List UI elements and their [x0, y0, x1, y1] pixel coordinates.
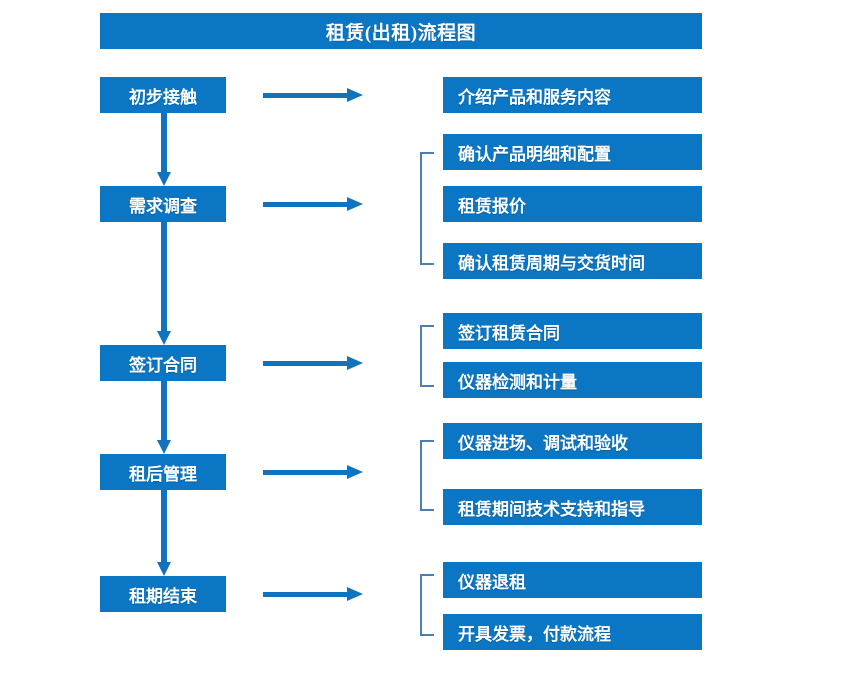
stage-box-签订合同[interactable]: 签订合同 [100, 345, 226, 381]
vertical-arrow-icon [157, 113, 171, 186]
stage-box-租期结束[interactable]: 租期结束 [100, 576, 226, 612]
horizontal-arrow-icon [263, 197, 363, 211]
detail-box[interactable]: 租赁期间技术支持和指导 [443, 489, 702, 525]
detail-box[interactable]: 确认产品明细和配置 [443, 134, 702, 170]
stage-box-租后管理[interactable]: 租后管理 [100, 454, 226, 490]
horizontal-arrow-icon [263, 465, 363, 479]
horizontal-arrow-icon [263, 88, 363, 102]
detail-box[interactable]: 签订租赁合同 [443, 313, 702, 349]
detail-box[interactable]: 租赁报价 [443, 186, 702, 222]
detail-box[interactable]: 仪器进场、调试和验收 [443, 423, 702, 459]
horizontal-arrow-icon [263, 356, 363, 370]
detail-box[interactable]: 确认租赁周期与交货时间 [443, 243, 702, 279]
page-title: 租赁(出租)流程图 [100, 13, 702, 49]
group-bracket [420, 325, 434, 387]
group-bracket [420, 440, 434, 511]
vertical-arrow-icon [157, 222, 171, 345]
vertical-arrow-icon [157, 381, 171, 454]
vertical-arrow-icon [157, 490, 171, 576]
detail-box[interactable]: 仪器退租 [443, 562, 702, 598]
group-bracket [420, 574, 434, 636]
horizontal-arrow-icon [263, 587, 363, 601]
detail-box[interactable]: 介绍产品和服务内容 [443, 77, 702, 113]
detail-box[interactable]: 开具发票，付款流程 [443, 614, 702, 650]
stage-box-需求调查[interactable]: 需求调查 [100, 186, 226, 222]
group-bracket [420, 152, 434, 265]
detail-box[interactable]: 仪器检测和计量 [443, 362, 702, 398]
stage-box-初步接触[interactable]: 初步接触 [100, 77, 226, 113]
